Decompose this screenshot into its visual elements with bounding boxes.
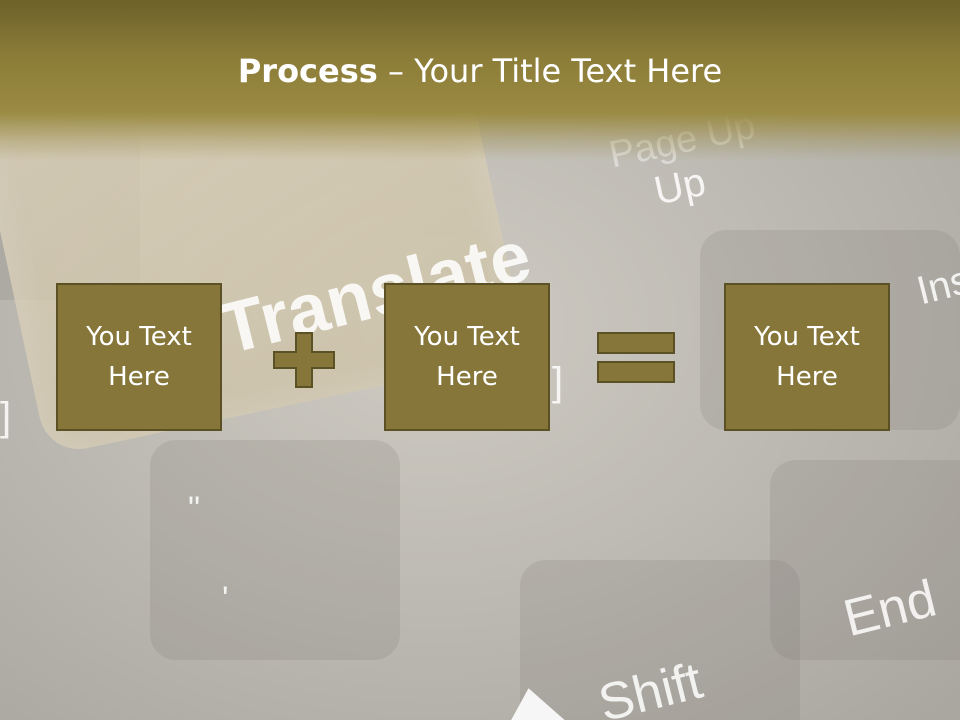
title-rest: – Your Title Text Here bbox=[377, 52, 723, 90]
process-box-3: You Text Here bbox=[724, 283, 890, 431]
background-key bbox=[770, 460, 960, 660]
equals-icon bbox=[597, 332, 675, 383]
title-bold: Process bbox=[237, 52, 378, 90]
slide-title: Process – Your Title Text Here bbox=[0, 52, 960, 90]
plus-icon bbox=[273, 332, 335, 388]
arrow-key-triangle-icon bbox=[497, 682, 567, 720]
apostrophe-key-glyph: ' bbox=[222, 580, 229, 618]
bracket-key-glyph: ] bbox=[0, 395, 12, 439]
process-box-text: You Text Here bbox=[754, 322, 860, 392]
process-box-1: You Text Here bbox=[56, 283, 222, 431]
up-key-label: Up bbox=[650, 159, 710, 214]
background-key bbox=[150, 440, 400, 660]
process-box-text: You Text Here bbox=[86, 322, 192, 392]
process-box-2: You Text Here bbox=[384, 283, 550, 431]
title-bar bbox=[0, 0, 960, 160]
process-box-text: You Text Here bbox=[414, 322, 520, 392]
background-key bbox=[520, 560, 800, 720]
bracket-key-glyph: ] bbox=[552, 360, 564, 404]
quote-key-glyph: " bbox=[188, 490, 201, 528]
